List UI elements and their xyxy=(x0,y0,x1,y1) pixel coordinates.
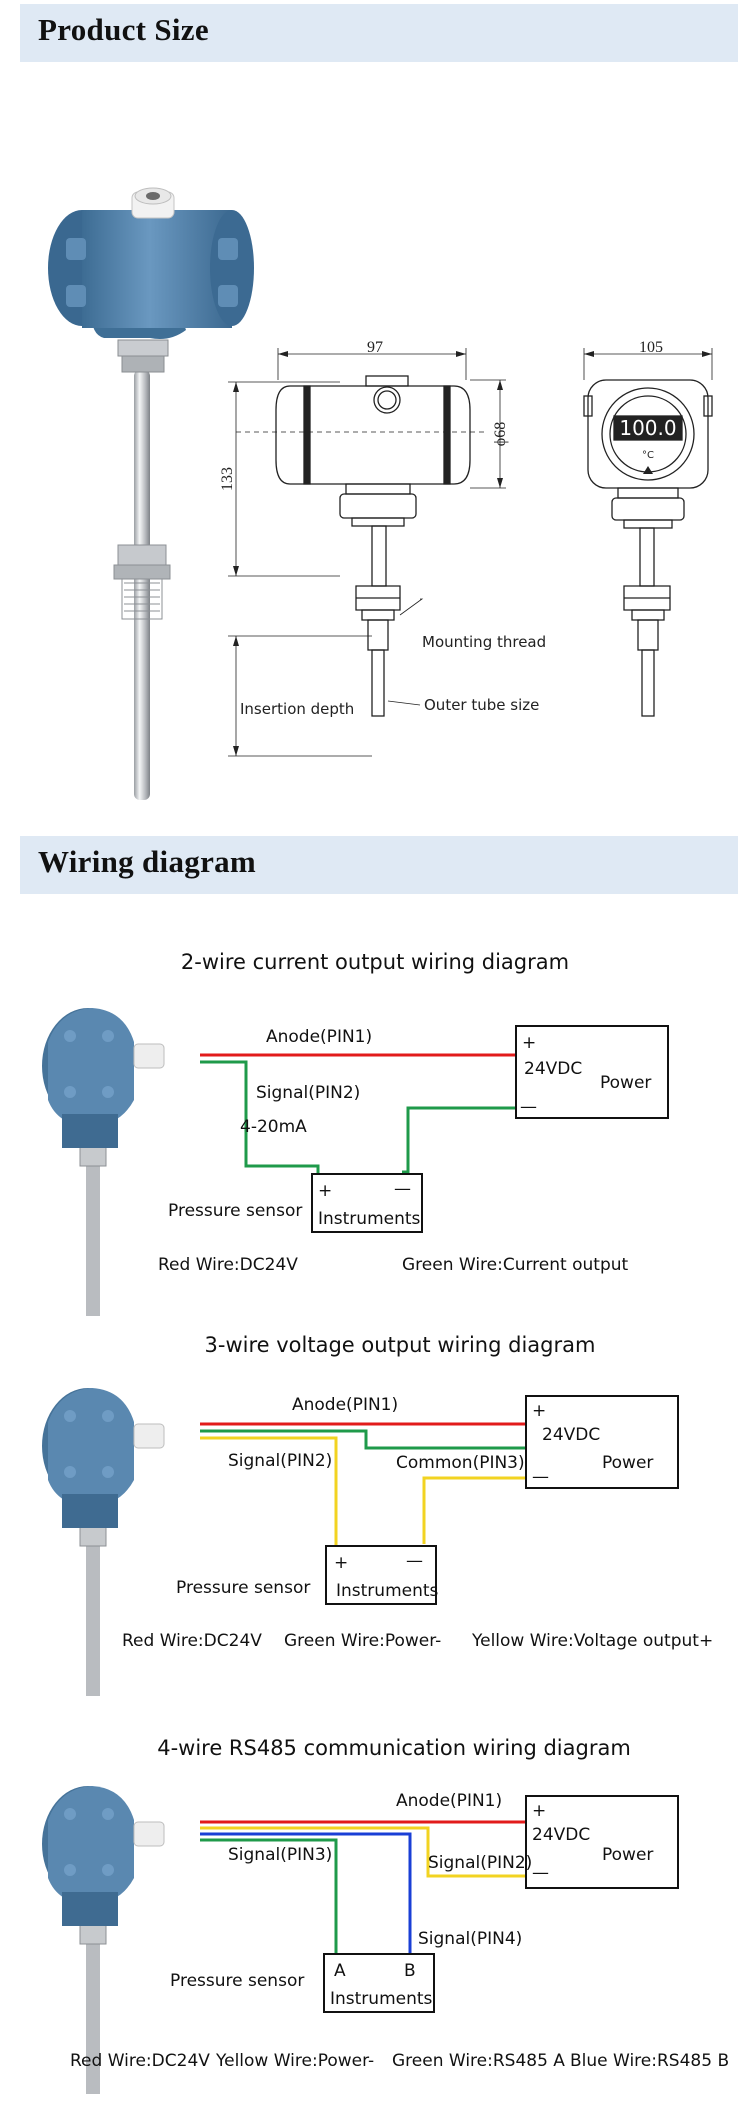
two-wire-power-box xyxy=(515,1025,669,1119)
product-size-header: Product Size xyxy=(20,4,738,62)
four-wire-minus: — xyxy=(532,1863,549,1883)
two-wire-signal-label: Signal(PIN2) xyxy=(256,1083,360,1103)
two-wire-anode-label: Anode(PIN1) xyxy=(266,1027,372,1047)
label-insertion-depth: Insertion depth xyxy=(240,700,354,718)
two-wire-title: 2-wire current output wiring diagram xyxy=(181,950,569,974)
three-wire-yellow-signal-wire xyxy=(200,1436,338,1546)
two-wire-sensor-image xyxy=(41,1007,165,1317)
three-wire-signal-label: Signal(PIN2) xyxy=(228,1451,332,1471)
four-wire-legend-red: Red Wire:DC24V xyxy=(70,2051,210,2071)
four-wire-signal3-label: Signal(PIN3) xyxy=(228,1845,332,1865)
four-wire-sensor-label: Pressure sensor xyxy=(170,1971,304,1991)
two-wire-instruments-label: Instruments xyxy=(318,1209,421,1229)
three-wire-sensor-label: Pressure sensor xyxy=(176,1578,310,1598)
dim-width-front: 97 xyxy=(367,339,383,356)
three-wire-instruments-label: Instruments xyxy=(336,1581,439,1601)
four-wire-pin-b: B xyxy=(404,1961,416,1981)
three-wire-power-box xyxy=(525,1395,679,1489)
transmitter-photo xyxy=(48,187,254,800)
four-wire-signal4-label: Signal(PIN4) xyxy=(418,1929,522,1949)
two-wire-sensor-label: Pressure sensor xyxy=(168,1201,302,1221)
four-wire-diagram: 4-wire RS485 communication wiring diagra… xyxy=(41,1736,729,2095)
two-wire-instruments-box xyxy=(311,1173,423,1233)
three-wire-yellow-return-wire xyxy=(422,1476,526,1544)
two-wire-legend-green: Green Wire:Current output xyxy=(402,1255,629,1275)
three-wire-title: 3-wire voltage output wiring diagram xyxy=(205,1333,596,1357)
four-wire-title: 4-wire RS485 communication wiring diagra… xyxy=(157,1736,631,1760)
wiring-figure: 2-wire current output wiring diagram Ano… xyxy=(41,950,729,2095)
four-wire-plus: + xyxy=(532,1801,546,1821)
two-wire-legend-red: Red Wire:DC24V xyxy=(158,1255,298,1275)
three-wire-voltage: 24VDC xyxy=(542,1425,600,1445)
dim-height: 133 xyxy=(219,467,236,491)
three-wire-common-label: Common(PIN3) xyxy=(396,1453,525,1473)
three-wire-legend-green: Green Wire:Power- xyxy=(284,1631,441,1651)
product-size-figure: 97 105 133 ϕ68 Mounting thread Insertion… xyxy=(48,187,713,800)
three-wire-power-label: Power xyxy=(602,1453,653,1473)
four-wire-legend-blue: Blue Wire:RS485 B xyxy=(570,2051,729,2071)
three-wire-legend-red: Red Wire:DC24V xyxy=(122,1631,262,1651)
two-wire-voltage: 24VDC xyxy=(524,1059,582,1079)
four-wire-power-box xyxy=(525,1795,679,1889)
product-size-title: Product Size xyxy=(38,12,209,47)
three-wire-minus: — xyxy=(532,1467,549,1487)
two-wire-power-label: Power xyxy=(600,1073,651,1093)
four-wire-green-wire xyxy=(200,1838,338,1954)
two-wire-green-return-wire xyxy=(402,1106,516,1174)
four-wire-yellow-wire xyxy=(200,1826,526,1878)
three-wire-instruments-box xyxy=(325,1545,437,1605)
three-wire-plus: + xyxy=(532,1401,546,1421)
display-unit: °C xyxy=(642,450,654,461)
four-wire-signal2-label: Signal(PIN2) xyxy=(428,1853,532,1873)
four-wire-sensor-image xyxy=(41,1785,165,2095)
three-wire-instr-plus: + xyxy=(334,1553,348,1573)
wiring-header: Wiring diagram xyxy=(20,836,738,894)
four-wire-pin-a: A xyxy=(334,1961,346,1981)
two-wire-green-signal-wire xyxy=(200,1060,320,1174)
front-view-drawing xyxy=(228,348,506,757)
three-wire-legend-yellow: Yellow Wire:Voltage output+ xyxy=(471,1631,713,1651)
four-wire-voltage: 24VDC xyxy=(532,1825,590,1845)
two-wire-instr-plus: + xyxy=(318,1181,332,1201)
two-wire-plus: + xyxy=(522,1033,536,1053)
two-wire-current-label: 4-20mA xyxy=(240,1117,307,1137)
display-value: 100.0 xyxy=(619,416,676,440)
three-wire-anode-label: Anode(PIN1) xyxy=(292,1395,398,1415)
four-wire-legend-green: Green Wire:RS485 A xyxy=(392,2051,565,2071)
four-wire-blue-wire xyxy=(200,1832,412,1954)
three-wire-instr-minus: — xyxy=(406,1551,423,1571)
three-wire-green-wire xyxy=(200,1429,526,1450)
four-wire-instruments-label: Instruments xyxy=(330,1989,433,2009)
three-wire-diagram: 3-wire voltage output wiring diagram Ano… xyxy=(41,1333,713,1697)
four-wire-power-label: Power xyxy=(602,1845,653,1865)
four-wire-instruments-box xyxy=(323,1953,435,2013)
four-wire-legend-yellow: Yellow Wire:Power- xyxy=(215,2051,374,2071)
two-wire-minus: — xyxy=(520,1097,537,1117)
label-mounting-thread: Mounting thread xyxy=(422,633,546,651)
dim-width-side: 105 xyxy=(639,339,663,356)
dim-diameter: ϕ68 xyxy=(492,422,509,446)
two-wire-diagram: 2-wire current output wiring diagram Ano… xyxy=(41,950,669,1317)
two-wire-instr-minus: — xyxy=(394,1179,411,1199)
label-outer-tube: Outer tube size xyxy=(424,696,539,714)
four-wire-anode-label: Anode(PIN1) xyxy=(396,1791,502,1811)
side-view-drawing xyxy=(583,348,713,717)
wiring-title: Wiring diagram xyxy=(38,844,257,879)
